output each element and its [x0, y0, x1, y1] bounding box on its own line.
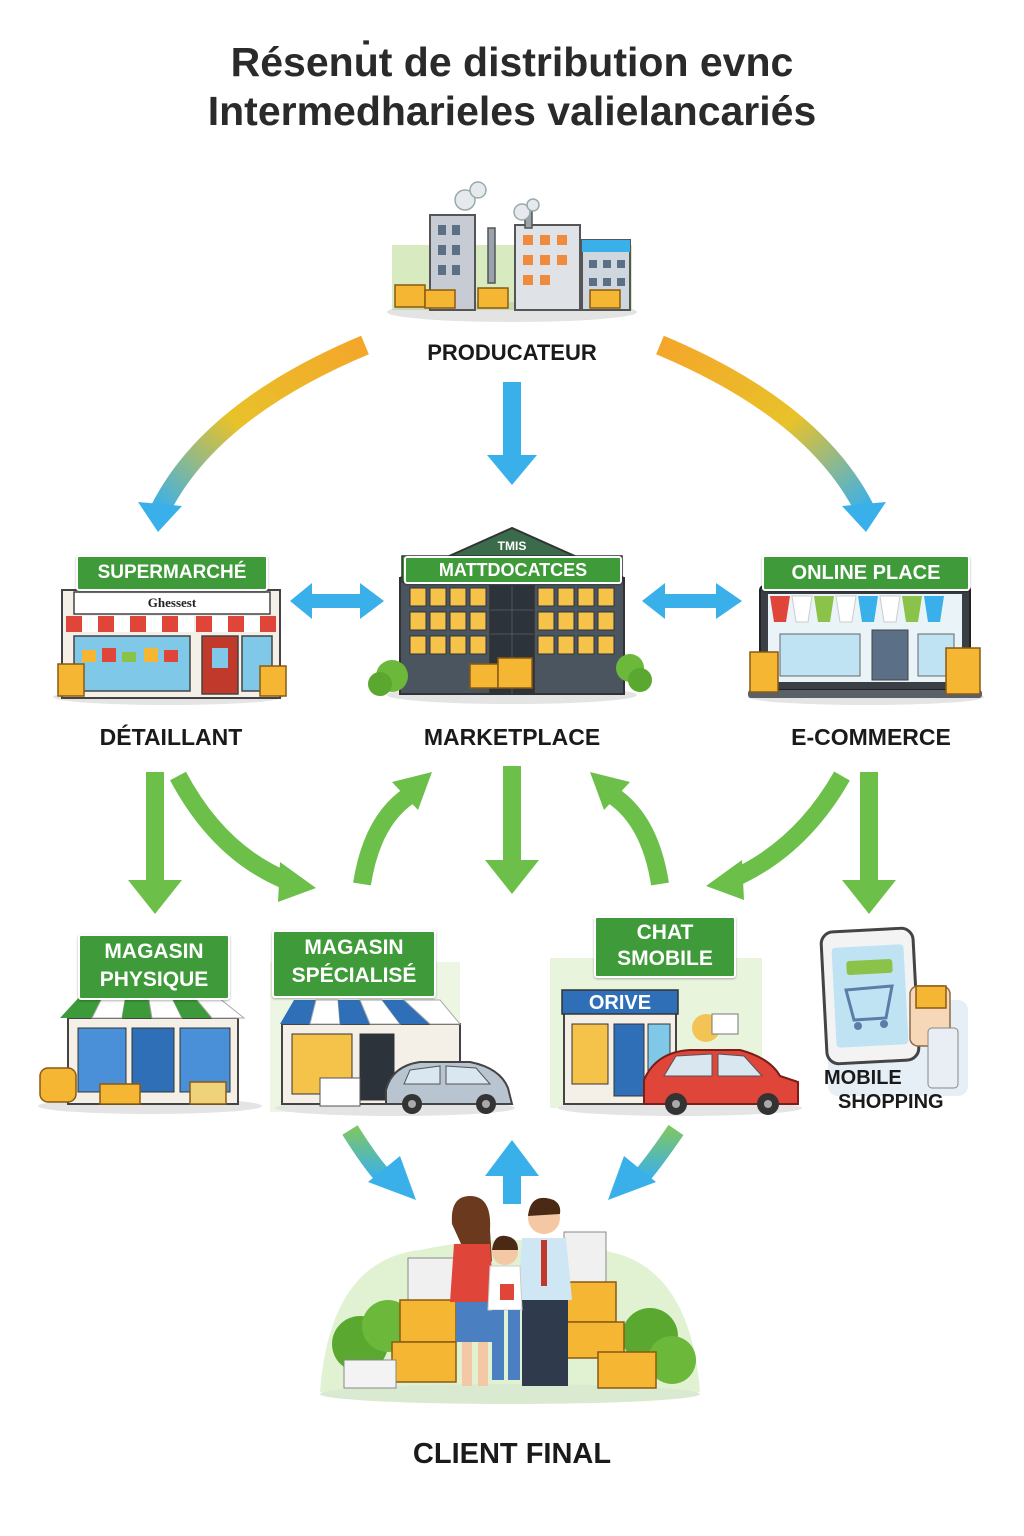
sign-physical-store: MAGASIN PHYSIQUE [78, 934, 230, 1000]
title-line-2: Intermedharieles valielancariés [207, 88, 817, 134]
sign-online-place: ONLINE PLACE [762, 555, 970, 591]
arrow-producer-to-marketplace [503, 382, 521, 457]
mobile-shopping-line1: MOBILE [824, 1067, 902, 1089]
sign-specialty-store-line2: SPÉCIALISÉ [291, 964, 417, 987]
marketplace-roof-text: TMIS [498, 539, 527, 553]
sign-physical-store-line1: MAGASIN [104, 940, 204, 963]
title-line-1: Résenu̇t de distribution evnc [230, 39, 794, 85]
sign-specialty-store-line1: MAGASIN [304, 936, 404, 959]
diagram-title: Résenu̇t de distribution evnc Intermedha… [0, 38, 1024, 136]
arrows-producer-to-intermediaries [138, 335, 886, 532]
arrows-intermediaries-to-stores [128, 766, 896, 914]
drive-store-illustration [550, 958, 802, 1116]
sign-drive-store: ORIVE [588, 992, 652, 1014]
sign-marketplace: MATTDOCATCES [404, 556, 622, 584]
node-label-marketplace: MARKETPLACE [423, 724, 601, 750]
arrows-horizontal [290, 583, 742, 619]
sign-physical-store-line2: PHYSIQUE [99, 968, 209, 991]
node-label-mobile-shopping: MOBILE SHOPPING [822, 1066, 982, 1114]
node-label-retailer: DÉTAILLANT [99, 724, 243, 750]
mobile-shopping-illustration [819, 926, 968, 1096]
sign-chat-mobile: CHAT SMOBILE [594, 916, 736, 978]
client-family-illustration [320, 1196, 700, 1404]
factory-illustration [387, 181, 637, 322]
sign-specialty-store: MAGASIN SPÉCIALISÉ [272, 930, 436, 998]
arrow-producer-to-ecommerce [656, 335, 874, 515]
node-label-ecommerce: E-COMMERCE [791, 724, 951, 750]
arrow-producer-to-retailer [151, 335, 369, 515]
node-label-producer: PRODUCATEUR [427, 340, 597, 365]
sign-chat-mobile-line2: SMOBILE [617, 947, 713, 970]
ecommerce-laptop-illustration [748, 585, 984, 705]
sign-chat-mobile-line1: CHAT [636, 921, 694, 944]
sign-supermarket: SUPERMARCHÉ [76, 555, 268, 591]
physical-store-illustration [38, 993, 262, 1114]
supermarket-store-name: Ghessest [148, 595, 197, 610]
arrows-to-client [342, 1124, 684, 1204]
node-label-client: CLIENT FINAL [412, 1438, 612, 1470]
mobile-shopping-line2: SHOPPING [838, 1091, 944, 1113]
marketplace-warehouse-illustration [368, 526, 652, 704]
supermarket-illustration [53, 589, 287, 705]
